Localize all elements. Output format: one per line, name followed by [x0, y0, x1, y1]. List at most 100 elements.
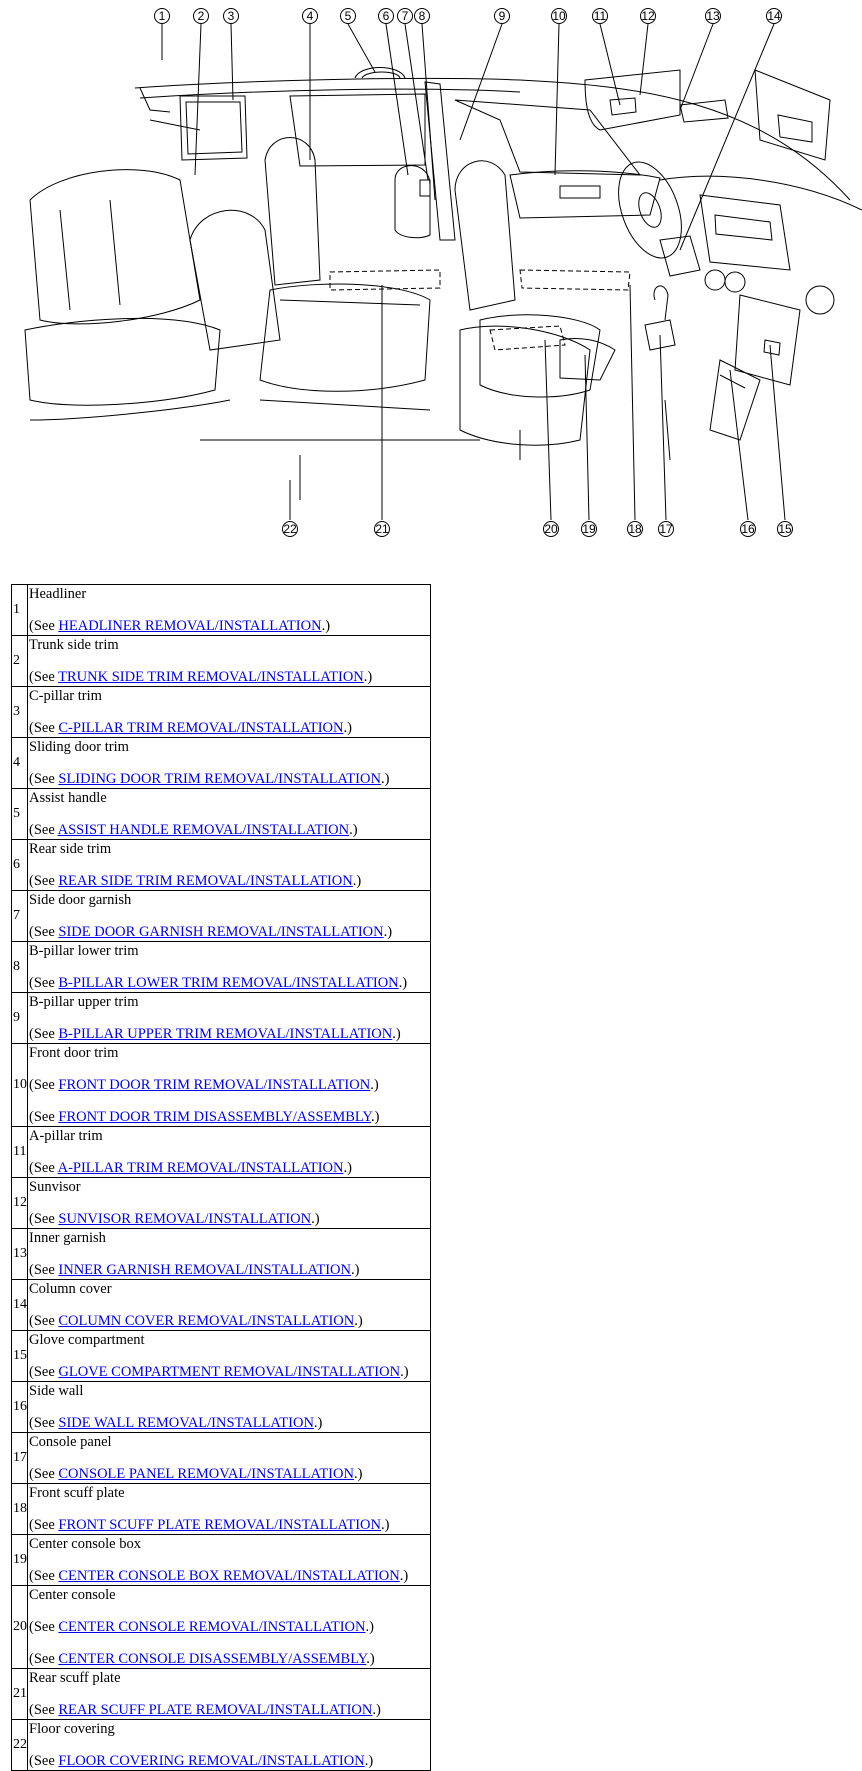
callout-9: 9 [494, 8, 510, 24]
see-suffix: .) [365, 1619, 374, 1635]
see-suffix: .) [383, 924, 393, 940]
part-name: Front door trim [29, 1045, 119, 1061]
legend-row-number: 5 [11, 788, 28, 840]
procedure-link[interactable]: CENTER CONSOLE BOX REMOVAL/INSTALLATION [58, 1568, 400, 1584]
legend-row-number: 14 [11, 1279, 28, 1331]
callout-2: 2 [193, 8, 209, 24]
part-name: Sunvisor [29, 1179, 81, 1195]
legend-row-description: Rear side trim(See REAR SIDE TRIM REMOVA… [27, 839, 431, 891]
procedure-link[interactable]: A-PILLAR TRIM REMOVAL/INSTALLATION [57, 1160, 344, 1176]
interior-trim-diagram: 1 2 3 4 5 6 7 8 9 10 11 12 13 14 15 16 1… [0, 0, 862, 545]
see-suffix: .) [372, 1702, 381, 1718]
legend-row-number: 9 [11, 992, 28, 1044]
procedure-link[interactable]: CENTER CONSOLE REMOVAL/INSTALLATION [58, 1619, 366, 1635]
see-suffix: .) [364, 1753, 374, 1769]
see-reference: (See FRONT SCUFF PLATE REMOVAL/INSTALLAT… [29, 1517, 430, 1533]
legend-row-number: 11 [11, 1126, 28, 1178]
see-prefix: (See [29, 669, 59, 685]
callout-10: 10 [551, 8, 567, 24]
see-suffix: .) [399, 1568, 409, 1584]
legend-row-description: Column cover(See COLUMN COVER REMOVAL/IN… [27, 1279, 431, 1331]
procedure-link[interactable]: FRONT DOOR TRIM DISASSEMBLY/ASSEMBLY [58, 1109, 371, 1125]
procedure-link[interactable]: REAR SCUFF PLATE REMOVAL/INSTALLATION [58, 1702, 373, 1718]
legend-row-description: Console panel(See CONSOLE PANEL REMOVAL/… [27, 1432, 431, 1484]
see-reference: (See ASSIST HANDLE REMOVAL/INSTALLATION.… [29, 822, 430, 838]
see-prefix: (See [29, 924, 59, 940]
callout-13: 13 [705, 8, 721, 24]
legend-row-description: Front door trim(See FRONT DOOR TRIM REMO… [27, 1043, 431, 1127]
procedure-link[interactable]: CONSOLE PANEL REMOVAL/INSTALLATION [58, 1466, 354, 1482]
procedure-link[interactable]: SIDE DOOR GARNISH REMOVAL/INSTALLATION [58, 924, 384, 940]
legend-row-number: 2 [11, 635, 28, 687]
see-prefix: (See [29, 873, 59, 889]
callout-20: 20 [543, 521, 559, 537]
see-suffix: .) [380, 771, 390, 787]
procedure-link[interactable]: FRONT DOOR TRIM REMOVAL/INSTALLATION [58, 1077, 371, 1093]
procedure-link[interactable]: FLOOR COVERING REMOVAL/INSTALLATION [58, 1753, 365, 1769]
procedure-link[interactable]: SLIDING DOOR TRIM REMOVAL/INSTALLATION [58, 771, 381, 787]
callout-20-label: 20 [544, 522, 558, 536]
procedure-link[interactable]: SUNVISOR REMOVAL/INSTALLATION [58, 1211, 312, 1227]
legend-row-description: Glove compartment(See GLOVE COMPARTMENT … [27, 1330, 431, 1382]
see-reference: (See SLIDING DOOR TRIM REMOVAL/INSTALLAT… [29, 771, 430, 787]
procedure-link[interactable]: CENTER CONSOLE DISASSEMBLY/ASSEMBLY [58, 1651, 367, 1667]
part-name: Sliding door trim [29, 739, 129, 755]
see-reference: (See C-PILLAR TRIM REMOVAL/INSTALLATION.… [29, 720, 430, 736]
part-name: Center console [29, 1587, 116, 1603]
legend-row-number: 12 [11, 1177, 28, 1229]
procedure-link[interactable]: C-PILLAR TRIM REMOVAL/INSTALLATION [58, 720, 344, 736]
procedure-link[interactable]: ASSIST HANDLE REMOVAL/INSTALLATION [57, 822, 350, 838]
callout-19: 19 [581, 521, 597, 537]
see-prefix: (See [29, 1753, 59, 1769]
part-name: B-pillar upper trim [29, 994, 139, 1010]
legend-row-description: Front scuff plate(See FRONT SCUFF PLATE … [27, 1483, 431, 1535]
part-name: Side door garnish [29, 892, 132, 908]
see-suffix: .) [350, 1262, 360, 1278]
callout-6: 6 [378, 8, 394, 24]
procedure-link[interactable]: HEADLINER REMOVAL/INSTALLATION [58, 618, 322, 634]
see-prefix: (See [29, 1262, 59, 1278]
part-name: Rear scuff plate [29, 1670, 121, 1686]
callout-22: 22 [282, 521, 298, 537]
callout-16-label: 16 [741, 522, 755, 536]
legend-row-number: 4 [11, 737, 28, 789]
procedure-link[interactable]: B-PILLAR UPPER TRIM REMOVAL/INSTALLATION [58, 1026, 393, 1042]
callout-4: 4 [302, 8, 318, 24]
procedure-link[interactable]: TRUNK SIDE TRIM REMOVAL/INSTALLATION [58, 669, 364, 685]
see-prefix: (See [29, 618, 59, 634]
procedure-link[interactable]: B-PILLAR LOWER TRIM REMOVAL/INSTALLATION [58, 975, 399, 991]
see-prefix: (See [29, 720, 59, 736]
procedure-link[interactable]: INNER GARNISH REMOVAL/INSTALLATION [58, 1262, 351, 1278]
callout-5-label: 5 [345, 9, 352, 23]
see-suffix: .) [353, 1466, 363, 1482]
see-reference: (See GLOVE COMPARTMENT REMOVAL/INSTALLAT… [29, 1364, 430, 1380]
procedure-link[interactable]: FRONT SCUFF PLATE REMOVAL/INSTALLATION [58, 1517, 381, 1533]
part-name: Floor covering [29, 1721, 115, 1737]
legend-row-number: 13 [11, 1228, 28, 1280]
procedure-link[interactable]: REAR SIDE TRIM REMOVAL/INSTALLATION [58, 873, 353, 889]
legend-row-number: 21 [11, 1668, 28, 1720]
see-prefix: (See [29, 975, 59, 991]
procedure-link[interactable]: GLOVE COMPARTMENT REMOVAL/INSTALLATION [58, 1364, 401, 1380]
see-reference: (See FLOOR COVERING REMOVAL/INSTALLATION… [29, 1753, 430, 1769]
procedure-link[interactable]: SIDE WALL REMOVAL/INSTALLATION [58, 1415, 314, 1431]
see-suffix: .) [400, 1364, 409, 1380]
callout-15-label: 15 [778, 522, 792, 536]
callout-10-label: 10 [552, 9, 566, 23]
legend-row-number: 10 [11, 1043, 28, 1127]
see-suffix: .) [311, 1211, 320, 1227]
procedure-link[interactable]: COLUMN COVER REMOVAL/INSTALLATION [58, 1313, 355, 1329]
callout-21-label: 21 [375, 522, 389, 536]
see-prefix: (See [29, 1517, 59, 1533]
